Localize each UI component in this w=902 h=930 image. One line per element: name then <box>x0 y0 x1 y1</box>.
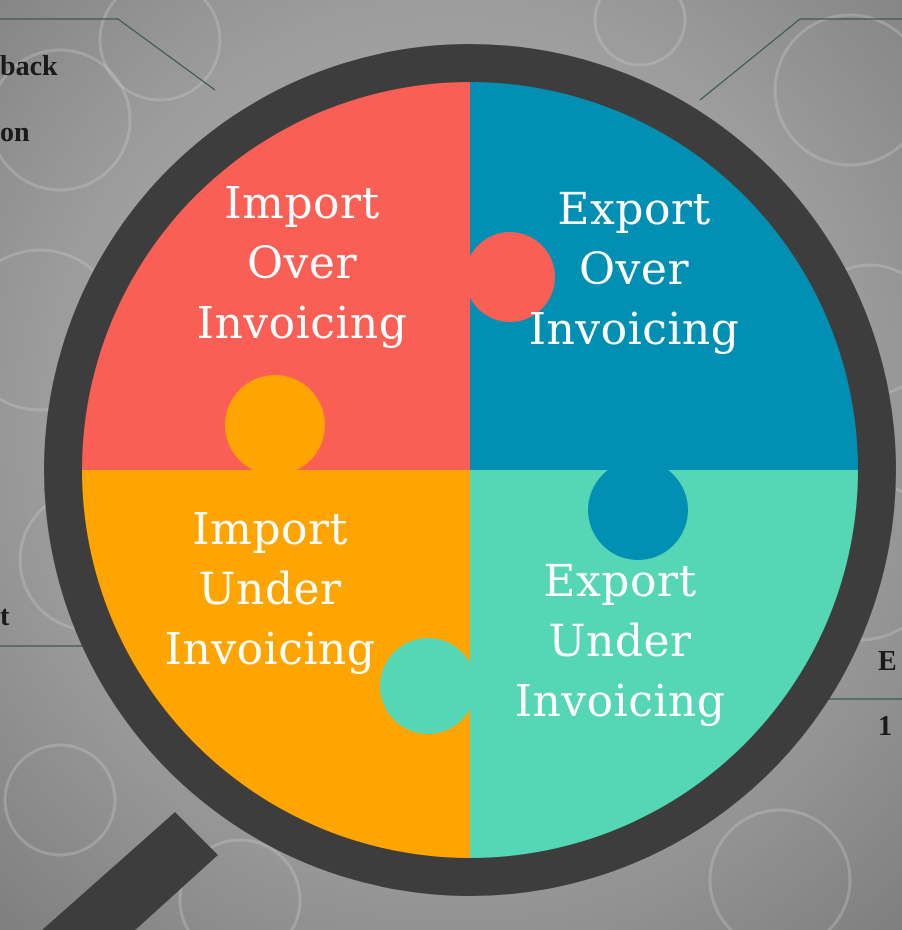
label-export-over-line-2: Over <box>578 244 689 295</box>
label-export-over-line-1: Export <box>557 184 711 235</box>
label-export-under-line-1: Export <box>543 556 697 607</box>
label-import-over: Import Over Invoicing <box>187 174 417 354</box>
callout-right-fragment-1: E <box>878 646 897 677</box>
magnifier-handle <box>42 812 218 930</box>
label-import-under: Import Under Invoicing <box>155 500 385 680</box>
label-import-over-line-1: Import <box>224 178 380 229</box>
label-export-under-line-3: Invoicing <box>514 676 726 727</box>
callout-left-fragment-1: back <box>0 51 58 82</box>
label-export-under-line-2: Under <box>548 616 692 667</box>
puzzle-tab-export-under-left <box>380 638 476 734</box>
label-export-under: Export Under Invoicing <box>505 552 735 732</box>
callout-line-top-right <box>699 18 902 101</box>
label-import-under-line-1: Import <box>192 504 348 555</box>
label-import-under-line-3: Invoicing <box>164 624 376 675</box>
label-export-over-line-3: Invoicing <box>528 304 740 355</box>
label-import-over-line-3: Invoicing <box>196 298 408 349</box>
label-import-over-line-2: Over <box>246 238 357 289</box>
callout-lines <box>0 18 902 700</box>
callout-left-fragment-2: on <box>0 117 30 148</box>
label-import-under-line-2: Under <box>198 564 342 615</box>
callout-line-top-left <box>0 18 216 91</box>
puzzle-tab-import-over-right <box>465 232 555 322</box>
puzzle-tab-export-over-bottom <box>588 460 688 560</box>
puzzle-tab-import-under-top <box>225 375 325 475</box>
callout-right-fragment-2: 1 <box>878 711 892 742</box>
lens <box>82 82 858 858</box>
label-export-over: Export Over Invoicing <box>519 180 749 360</box>
callout-left-fragment-3: t <box>0 601 10 632</box>
